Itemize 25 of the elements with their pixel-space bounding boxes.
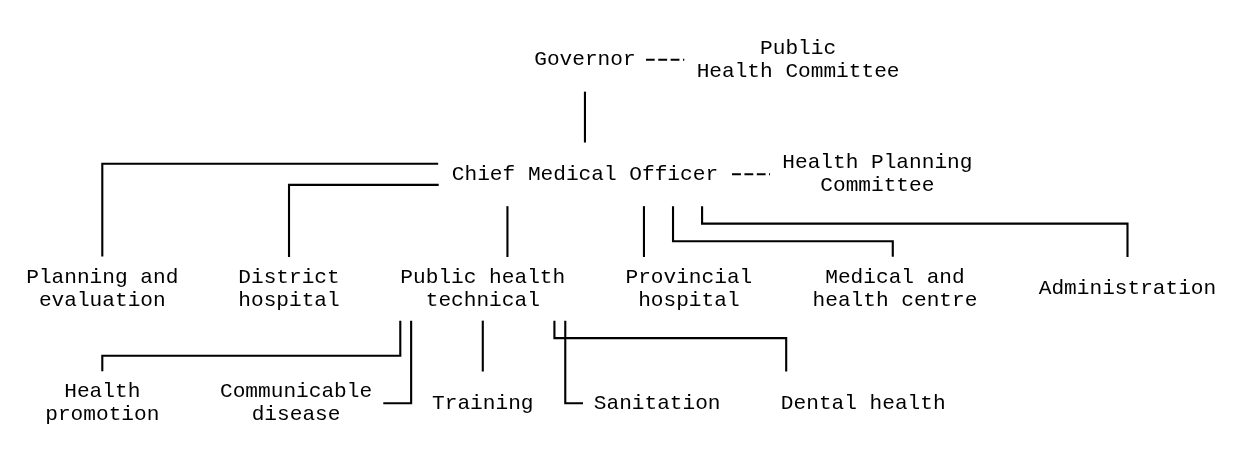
node-text: Governor: [534, 46, 636, 71]
connector: [583, 91, 586, 143]
node-text: Communicable disease: [220, 378, 373, 426]
node-text: Public Health Committee: [696, 35, 900, 83]
node-text: Chief Medical Officer: [451, 161, 719, 186]
node-text: Sanitation: [593, 390, 721, 415]
connector: [642, 205, 645, 257]
node-text: Health Planning Committee: [782, 149, 973, 197]
node-text: Dental health: [780, 390, 946, 415]
node-text: Public health technical: [400, 264, 566, 312]
connector: [287, 183, 439, 257]
connector: [506, 205, 509, 257]
node-text: Training: [432, 390, 534, 415]
connector: [481, 320, 484, 371]
node-text: Planning and evaluation: [26, 264, 179, 312]
connector: [553, 320, 788, 371]
node-text: Medical and health centre: [812, 264, 978, 312]
node-text: Provincial hospital: [625, 264, 753, 312]
node-text: Administration: [1038, 275, 1217, 300]
connector: [646, 58, 685, 61]
node-text: District hospital: [238, 264, 340, 312]
connector: [732, 172, 770, 175]
connector: [101, 162, 439, 257]
connector: [383, 320, 413, 404]
node-text: Health promotion: [45, 378, 160, 426]
